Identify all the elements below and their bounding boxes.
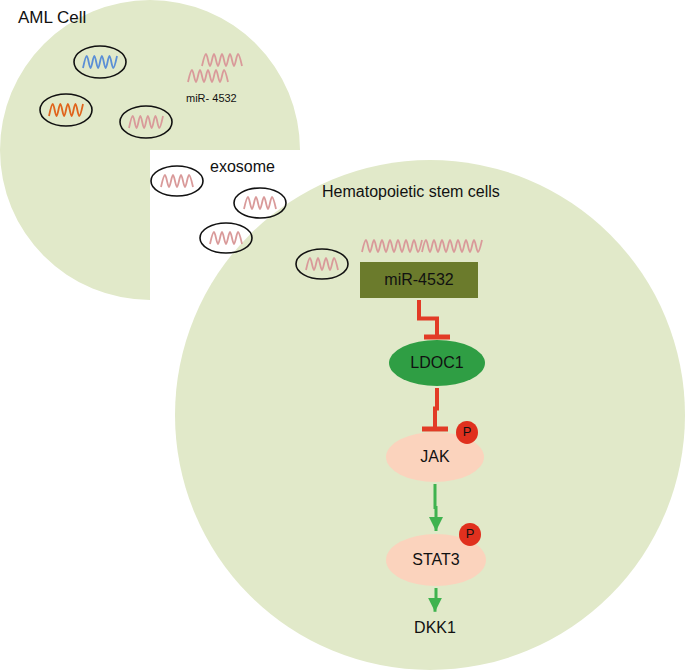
rna-strand	[362, 240, 422, 252]
kinase-ellipse: JAKP	[386, 432, 484, 482]
outline-ellipse	[175, 160, 685, 670]
rna-strand	[202, 54, 242, 66]
node-text: miR-4532	[384, 271, 453, 289]
text-holder: DKK1	[407, 615, 463, 641]
text-holder: AML Cell	[18, 8, 86, 28]
outline-ellipse	[456, 421, 478, 444]
exosome-vesicle	[296, 249, 348, 279]
node-text: Hematopoietic stem cells	[322, 183, 500, 201]
vesicle	[120, 106, 172, 138]
mirna-box: miR-4532	[360, 262, 478, 298]
vesicle	[40, 94, 92, 126]
phospho-badge: P	[459, 523, 481, 546]
label-holder: miR- 4532	[186, 88, 237, 106]
protein-ellipse: LDOC1	[389, 340, 485, 386]
rna-strand	[422, 240, 482, 252]
outline-ellipse	[459, 523, 481, 546]
node-text: P	[463, 425, 472, 440]
text-holder: P	[459, 523, 481, 546]
text-holder: miR-4532	[360, 262, 478, 298]
text-holder: P	[456, 421, 478, 444]
rna-strand	[244, 197, 276, 209]
rna-strand	[210, 232, 242, 244]
protein-ellipse: STAT3P	[386, 534, 486, 586]
rna-strand	[161, 175, 193, 187]
phospho-badge: P	[456, 421, 478, 444]
node-text: STAT3	[412, 551, 459, 569]
exosome-vesicle	[234, 188, 286, 218]
inhibition-line	[435, 388, 437, 429]
node-text: DKK1	[414, 619, 456, 637]
node-text: JAK	[420, 448, 449, 466]
exosome-vesicle	[151, 166, 203, 196]
inhibition-line	[419, 300, 437, 337]
activation-arrow	[435, 484, 436, 531]
exosome-label: exosome	[210, 158, 275, 175]
node-text: LDOC1	[410, 354, 463, 372]
text-holder: LDOC1	[389, 340, 485, 386]
outline-rect	[360, 262, 478, 298]
rna-strand	[306, 258, 338, 270]
node-text: AML Cell	[18, 8, 86, 28]
rna-strand	[129, 116, 163, 128]
mirna-label: miR- 4532	[186, 92, 237, 104]
node-text: P	[466, 527, 475, 542]
rna-strand	[49, 104, 83, 116]
rna-strand	[188, 70, 228, 82]
outline-ellipse	[389, 340, 485, 386]
rna-strand	[83, 56, 117, 68]
exosome-vesicle	[200, 223, 252, 253]
activation-arrow	[435, 588, 436, 612]
label-holder: exosome	[210, 158, 275, 176]
vesicle	[74, 46, 126, 78]
text-holder: Hematopoietic stem cells	[322, 183, 500, 201]
target-gene: DKK1	[407, 615, 463, 641]
